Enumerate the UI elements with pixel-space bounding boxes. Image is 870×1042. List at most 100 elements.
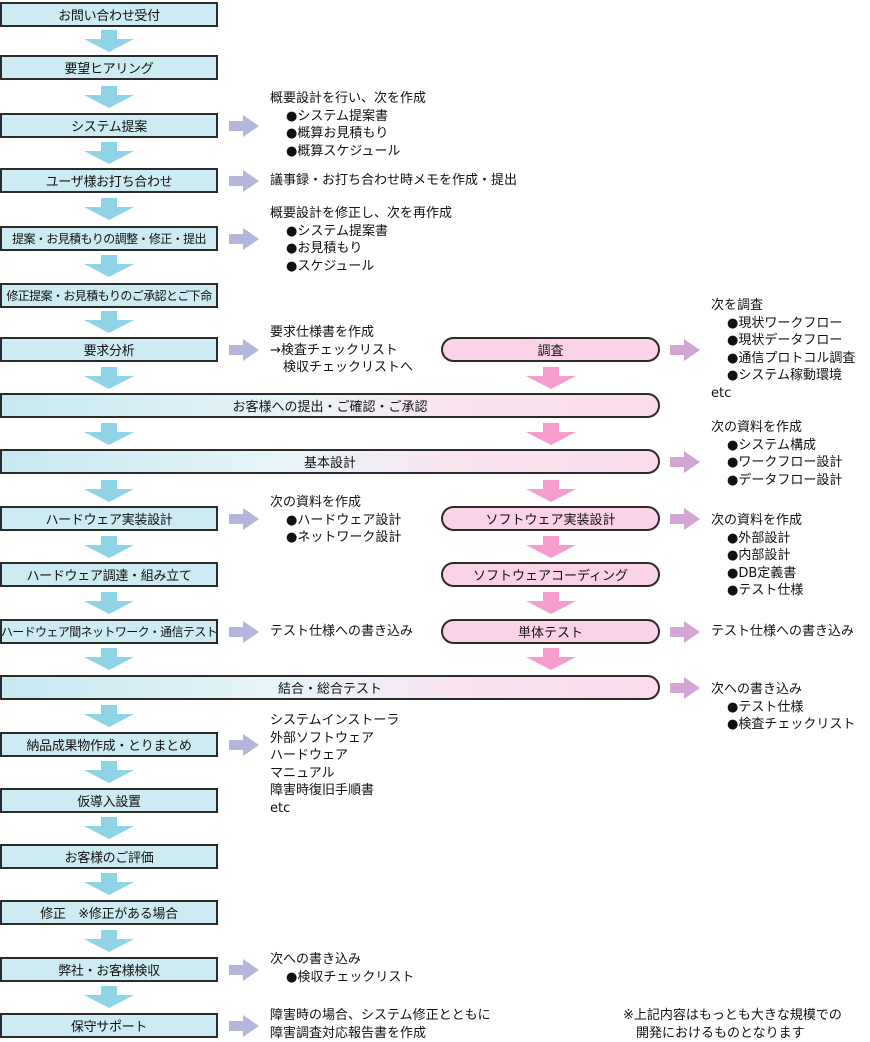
right-arrow-icon (229, 1015, 259, 1037)
note-heading: 次の資料を作成 (711, 512, 803, 530)
right-arrow-icon (229, 228, 259, 250)
down-arrow-icon (84, 198, 134, 220)
note-unit-test: テスト仕様への書き込み (711, 623, 854, 641)
down-arrow-icon (84, 761, 134, 783)
step-basic-design: 基本設計 (0, 449, 660, 474)
note-heading: テスト仕様への書き込み (270, 623, 413, 641)
note-line: 障害時復旧手順書 (270, 782, 399, 800)
note-support: 障害時の場合、システム修正とともに 障害調査対応報告書を作成 (270, 1007, 491, 1042)
step-trial-install: 仮導入設置 (0, 788, 218, 813)
down-arrow-icon (84, 592, 134, 614)
note-bullet: ●システム稼動環境 (711, 367, 855, 385)
step-user-meeting: ユーザ様お打ち合わせ (0, 168, 218, 193)
note-line: 検収チェックリストへ (270, 359, 413, 377)
down-arrow-icon (84, 30, 134, 52)
step-hearing: 要望ヒアリング (0, 55, 218, 80)
footnote: ※上記内容はもっとも大きな規模での 開発におけるものとなります (623, 1007, 842, 1042)
right-arrow-pink-icon (670, 339, 700, 361)
note-requirements: 要求仕様書を作成 →検査チェックリスト 検収チェックリストへ (270, 324, 413, 377)
note-line: ハードウェア (270, 747, 399, 765)
note-basic-design: 次の資料を作成 ●システム構成 ●ワークフロー設計 ●データフロー設計 (711, 419, 842, 489)
note-heading: 次への書き込み (711, 681, 855, 699)
note-deliverables: システムインストーラ 外部ソフトウェア ハードウェア マニュアル 障害時復旧手順… (270, 712, 399, 817)
step-hw-procurement: ハードウェア調達・組み立て (0, 562, 218, 587)
note-bullet: ●データフロー設計 (711, 472, 842, 490)
step-hw-network-test: ハードウェア間ネットワーク・通信テスト (0, 619, 218, 644)
note-bullet: ●概算お見積もり (270, 125, 426, 143)
step-system-proposal: システム提案 (0, 113, 218, 138)
note-bullet: ●お見積もり (270, 240, 452, 258)
note-line: 要求仕様書を作成 (270, 324, 413, 342)
note-bullet: ●システム提案書 (270, 223, 452, 241)
down-arrow-icon (84, 536, 134, 558)
step-acceptance: 弊社・お客様検収 (0, 957, 218, 982)
note-bullet: ●テスト仕様 (711, 699, 855, 717)
note-bullet: ●通信プロトコル調査 (711, 350, 855, 368)
step-hw-design: ハードウェア実装設計 (0, 506, 218, 531)
down-arrow-pink-icon (526, 648, 576, 670)
right-arrow-icon (229, 170, 259, 192)
note-heading: 次の資料を作成 (270, 494, 401, 512)
note-heading: 議事録・お打ち合わせ時メモを作成・提出 (270, 172, 517, 190)
right-arrow-icon (229, 339, 259, 361)
down-arrow-icon (84, 705, 134, 727)
right-arrow-pink-icon (670, 508, 700, 530)
down-arrow-pink-icon (526, 423, 576, 445)
note-hw-test: テスト仕様への書き込み (270, 623, 413, 641)
note-sw-design: 次の資料を作成 ●外部設計 ●内部設計 ●DB定義書 ●テスト仕様 (711, 512, 803, 600)
note-hw-design: 次の資料を作成 ●ハードウェア設計 ●ネットワーク設計 (270, 494, 401, 547)
side-step-sw-design: ソフトウェア実装設計 (441, 506, 660, 531)
footnote-line: ※上記内容はもっとも大きな規模での (623, 1007, 842, 1025)
down-arrow-icon (84, 311, 134, 333)
down-arrow-icon (84, 367, 134, 389)
note-user-meeting: 議事録・お打ち合わせ時メモを作成・提出 (270, 172, 517, 190)
step-inquiry: お問い合わせ受付 (0, 2, 218, 27)
note-bullet: ●概算スケジュール (270, 143, 426, 161)
note-line: 障害時の場合、システム修正とともに (270, 1007, 491, 1025)
down-arrow-pink-icon (526, 592, 576, 614)
right-arrow-pink-icon (670, 677, 700, 699)
note-survey: 次を調査 ●現状ワークフロー ●現状データフロー ●通信プロトコル調査 ●システ… (711, 297, 855, 402)
note-line: 障害調査対応報告書を作成 (270, 1025, 491, 1042)
step-deliverables: 納品成果物作成・とりまとめ (0, 732, 218, 757)
note-line: システムインストーラ (270, 712, 399, 730)
down-arrow-pink-icon (526, 480, 576, 502)
note-acceptance: 次への書き込み ●検収チェックリスト (270, 951, 414, 986)
step-approval-order: 修正提案・お見積もりのご承認とご下命 (0, 283, 218, 308)
step-revision: 修正 ※修正がある場合 (0, 900, 218, 925)
note-line: →検査チェックリスト (270, 342, 413, 360)
note-bullet: ●ワークフロー設計 (711, 454, 842, 472)
note-bullet: ●内部設計 (711, 547, 803, 565)
note-bullet: ●ハードウェア設計 (270, 512, 401, 530)
note-heading: 次への書き込み (270, 951, 414, 969)
note-proposal-adjust: 概要設計を修正し、次を再作成 ●システム提案書 ●お見積もり ●スケジュール (270, 205, 452, 275)
step-proposal-adjust: 提案・お見積もりの調整・修正・提出 (0, 226, 218, 251)
note-bullet: ●検査チェックリスト (711, 716, 855, 734)
note-bullet: ●ネットワーク設計 (270, 529, 401, 547)
right-arrow-icon (229, 734, 259, 756)
down-arrow-icon (84, 873, 134, 895)
note-heading: 概要設計を修正し、次を再作成 (270, 205, 452, 223)
step-support: 保守サポート (0, 1013, 218, 1038)
note-heading: テスト仕様への書き込み (711, 623, 854, 641)
right-arrow-pink-icon (670, 621, 700, 643)
down-arrow-icon (84, 930, 134, 952)
right-arrow-pink-icon (670, 451, 700, 473)
right-arrow-icon (229, 508, 259, 530)
note-bullet: ●現状ワークフロー (711, 315, 855, 333)
side-step-sw-coding: ソフトウェアコーディング (441, 562, 660, 587)
note-bullet: ●現状データフロー (711, 332, 855, 350)
down-arrow-icon (84, 648, 134, 670)
note-tail: etc (711, 385, 855, 403)
down-arrow-icon (84, 142, 134, 164)
down-arrow-icon (84, 423, 134, 445)
note-bullet: ●システム提案書 (270, 108, 426, 126)
right-arrow-icon (229, 115, 259, 137)
note-bullet: ●システム構成 (711, 437, 842, 455)
down-arrow-icon (84, 255, 134, 277)
step-customer-evaluation: お客様のご評価 (0, 844, 218, 869)
down-arrow-pink-icon (526, 367, 576, 389)
step-requirements-analysis: 要求分析 (0, 337, 218, 362)
note-heading: 次を調査 (711, 297, 855, 315)
down-arrow-icon (84, 817, 134, 839)
